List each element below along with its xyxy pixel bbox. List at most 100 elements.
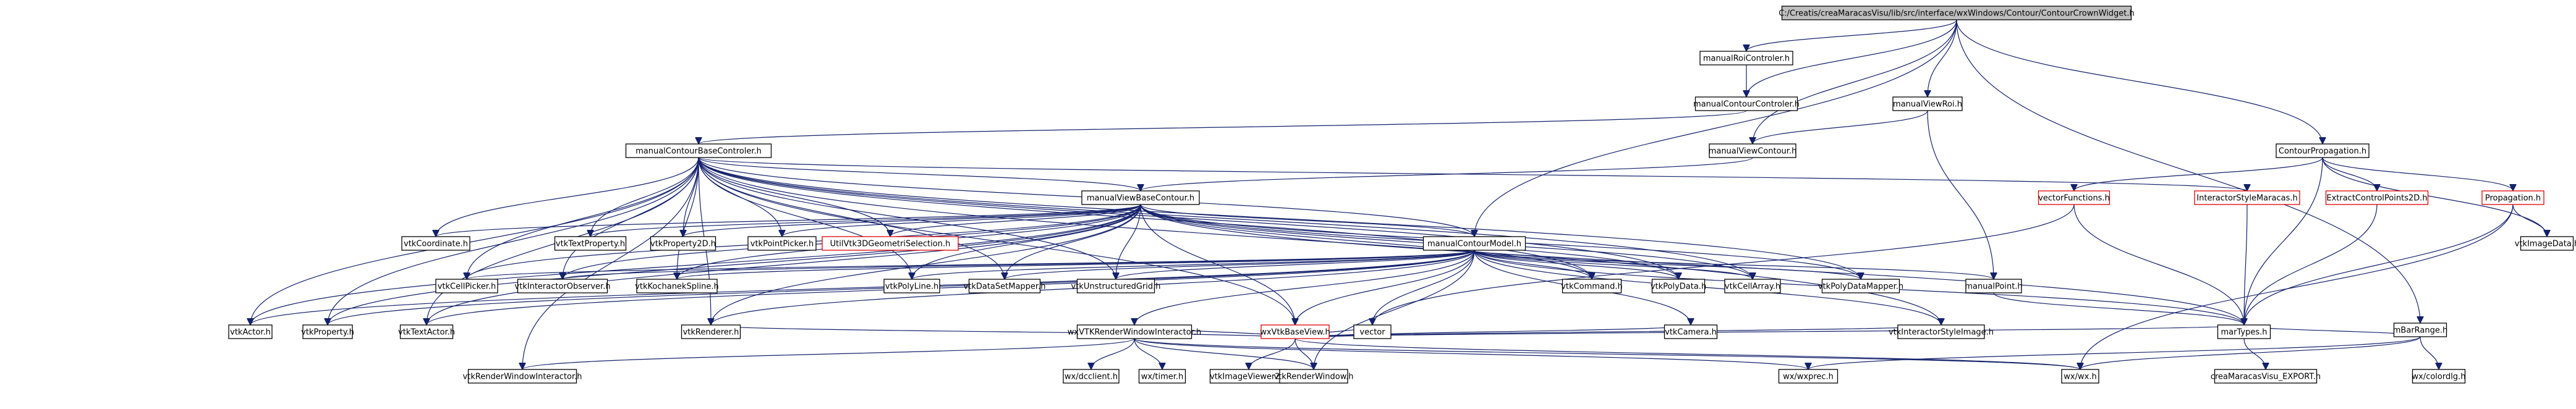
edge-mbcc-to-uv3d — [698, 157, 890, 237]
node-vcam[interactable]: vtkCamera.h — [1664, 324, 1718, 339]
edge-mcm-to-wbv — [1295, 250, 1475, 325]
edge-mbcc-to-mvbc — [698, 157, 1141, 192]
node-wxrwi[interactable]: wxVTKRenderWindowInteractor.h — [1068, 324, 1201, 339]
edge-mvbc-to-wbv — [1140, 204, 1295, 325]
node-vio[interactable]: vtkInteractorObserver.h — [514, 279, 611, 293]
node-box — [228, 324, 273, 339]
node-box — [1076, 324, 1192, 339]
node-mvbc[interactable]: manualViewBaseContour.h — [1081, 190, 1200, 205]
node-vcp[interactable]: vtkCellPicker.h — [435, 279, 498, 293]
edge-mtypes-to-cexp — [2243, 338, 2266, 370]
node-box — [636, 279, 718, 293]
node-box — [467, 369, 577, 384]
edge-mbcc-to-vcp — [467, 157, 699, 279]
node-mpt[interactable]: manualPoint.h — [1965, 279, 2023, 293]
edge-mvbc-to-vug — [1116, 204, 1141, 279]
node-box — [2217, 324, 2271, 339]
node-vecf[interactable]: vectorFunctions.h — [2038, 190, 2111, 205]
node-mvroi[interactable]: manualViewRoi.h — [1892, 96, 1963, 111]
edge-root-to-mbr — [1956, 19, 2420, 323]
node-box — [625, 143, 772, 158]
node-mcm[interactable]: manualContourModel.h — [1422, 236, 1526, 251]
edge-cprop-to-vecf — [2074, 157, 2323, 192]
node-wxtm[interactable]: wx/timer.h — [1138, 369, 1186, 384]
node-label: vtkRenderWindow.h — [1273, 373, 1353, 382]
node-label: manualViewRoi.h — [1893, 100, 1962, 109]
edge-mvbc-to-vdsm — [1005, 204, 1141, 279]
node-label: vtkRenderWindowInteractor.h — [462, 373, 582, 382]
node-visi[interactable]: vtkInteractorStyleImage.h — [1889, 324, 1994, 339]
node-wbv[interactable]: wxVtkBaseView.h — [1260, 324, 1330, 339]
node-wxdc[interactable]: wx/dcclient.h — [1063, 369, 1120, 384]
node-label: vtkCamera.h — [1665, 328, 1717, 337]
node-rioc[interactable]: manualRoiControler.h — [1699, 51, 1793, 65]
edge-mbcc-to-vtprop — [590, 157, 699, 237]
node-box — [554, 236, 627, 251]
node-vrwi[interactable]: vtkRenderWindowInteractor.h — [462, 369, 582, 384]
node-vpd[interactable]: vtkPolyData.h — [1651, 279, 1706, 293]
node-vprop[interactable]: vtkProperty.h — [301, 324, 354, 339]
node-box — [1694, 96, 1798, 111]
edge-mbcc-to-vug — [698, 157, 1116, 279]
node-vtprop[interactable]: vtkTextProperty.h — [554, 236, 627, 251]
edge-wbv-to-visi — [1294, 324, 1941, 339]
edge-wbv-to-vrw — [1294, 338, 1314, 370]
node-cexp[interactable]: creaMaracasVisu_EXPORT.h — [2211, 369, 2321, 384]
node-uv3d[interactable]: UtilVtk3DGeometriSelection.h — [822, 236, 959, 251]
node-label: ContourPropagation.h — [2279, 147, 2366, 156]
node-root[interactable]: C:/Creatis/creaMaracasVisu/lib/src/inter… — [1779, 6, 2135, 20]
edge-wxrwi-to-vrwi — [522, 338, 1135, 370]
node-box — [1562, 279, 1622, 293]
node-vpp[interactable]: vtkPointPicker.h — [747, 236, 817, 251]
node-vren[interactable]: vtkRenderer.h — [681, 324, 741, 339]
node-vpdm[interactable]: vtkPolyDataMapper.h — [1818, 279, 1903, 293]
node-cprop[interactable]: ContourPropagation.h — [2276, 143, 2370, 158]
edge-mcm-to-vact — [250, 250, 1475, 326]
node-vdsm[interactable]: vtkDataSetMapper.h — [964, 279, 1046, 293]
node-box — [747, 236, 817, 251]
node-wxprec[interactable]: wx/wxprec.h — [1778, 369, 1838, 384]
node-vcoord[interactable]: vtkCoordinate.h — [401, 236, 470, 251]
node-prop[interactable]: Propagation.h — [2481, 190, 2544, 205]
node-vta[interactable]: vtkTextActor.h — [398, 324, 455, 339]
node-vca[interactable]: vtkCellArray.h — [1724, 279, 1781, 293]
node-label: vtkPolyData.h — [1651, 282, 1706, 292]
node-vact[interactable]: vtkActor.h — [228, 324, 273, 339]
node-vks[interactable]: vtkKochanekSpline.h — [635, 279, 719, 293]
edge-mcc-to-mbcc — [699, 110, 1747, 145]
edge-cprop-to-vid — [2322, 157, 2547, 237]
node-label: vtkProperty2D.h — [650, 240, 716, 249]
node-vrw[interactable]: vtkRenderWindow.h — [1273, 369, 1354, 384]
node-label: creaMaracasVisu_EXPORT.h — [2211, 373, 2321, 382]
node-ism[interactable]: InteractorStyleMaracas.h — [2194, 190, 2300, 205]
edge-mvbc-to-mcm — [1140, 204, 1474, 237]
node-ecp[interactable]: ExtractControlPoints2D.h — [2325, 190, 2429, 205]
edge-mbcc-to-vks — [677, 157, 699, 279]
node-box — [1897, 324, 1985, 339]
node-vpl[interactable]: vtkPolyLine.h — [883, 279, 940, 293]
node-wxwx[interactable]: wx/wx.h — [2061, 369, 2099, 384]
edge-mcm-to-vrw — [1314, 250, 1475, 369]
node-vug[interactable]: vtkUnstructuredGrid.h — [1071, 279, 1161, 293]
node-box — [1965, 279, 2022, 293]
node-label: vtkInteractorObserver.h — [514, 282, 610, 292]
node-vid[interactable]: vtkImageData.h — [2515, 236, 2576, 251]
edge-wbv-to-mtypes — [1294, 325, 2244, 339]
node-vcmd[interactable]: vtkCommand.h — [1561, 279, 1623, 293]
node-vprop2d[interactable]: vtkProperty2D.h — [650, 236, 716, 251]
edge-root-to-mcm — [1474, 19, 1957, 237]
node-vector[interactable]: vector — [1353, 324, 1392, 339]
node-wxcd[interactable]: wx/colordlg.h — [2412, 369, 2466, 384]
edge-mcm-to-vta — [427, 250, 1475, 326]
edge-ism-to-mtypes — [2244, 204, 2248, 325]
edge-mvroi-to-mpt — [1927, 110, 1994, 279]
node-mcc[interactable]: manualContourControler.h — [1693, 96, 1800, 111]
nodes-layer: C:/Creatis/creaMaracasVisu/lib/src/inter… — [228, 6, 2576, 384]
node-box — [2214, 369, 2318, 384]
edge-mvbc-to-vcoord — [436, 204, 1141, 237]
node-mbcc[interactable]: manualContourBaseControler.h — [625, 143, 772, 158]
node-mtypes[interactable]: marTypes.h — [2217, 324, 2271, 339]
node-mbr[interactable]: mBarRange.h — [2393, 323, 2447, 337]
node-box — [2194, 190, 2300, 205]
node-mvc[interactable]: manualViewContour.h — [1709, 143, 1797, 158]
